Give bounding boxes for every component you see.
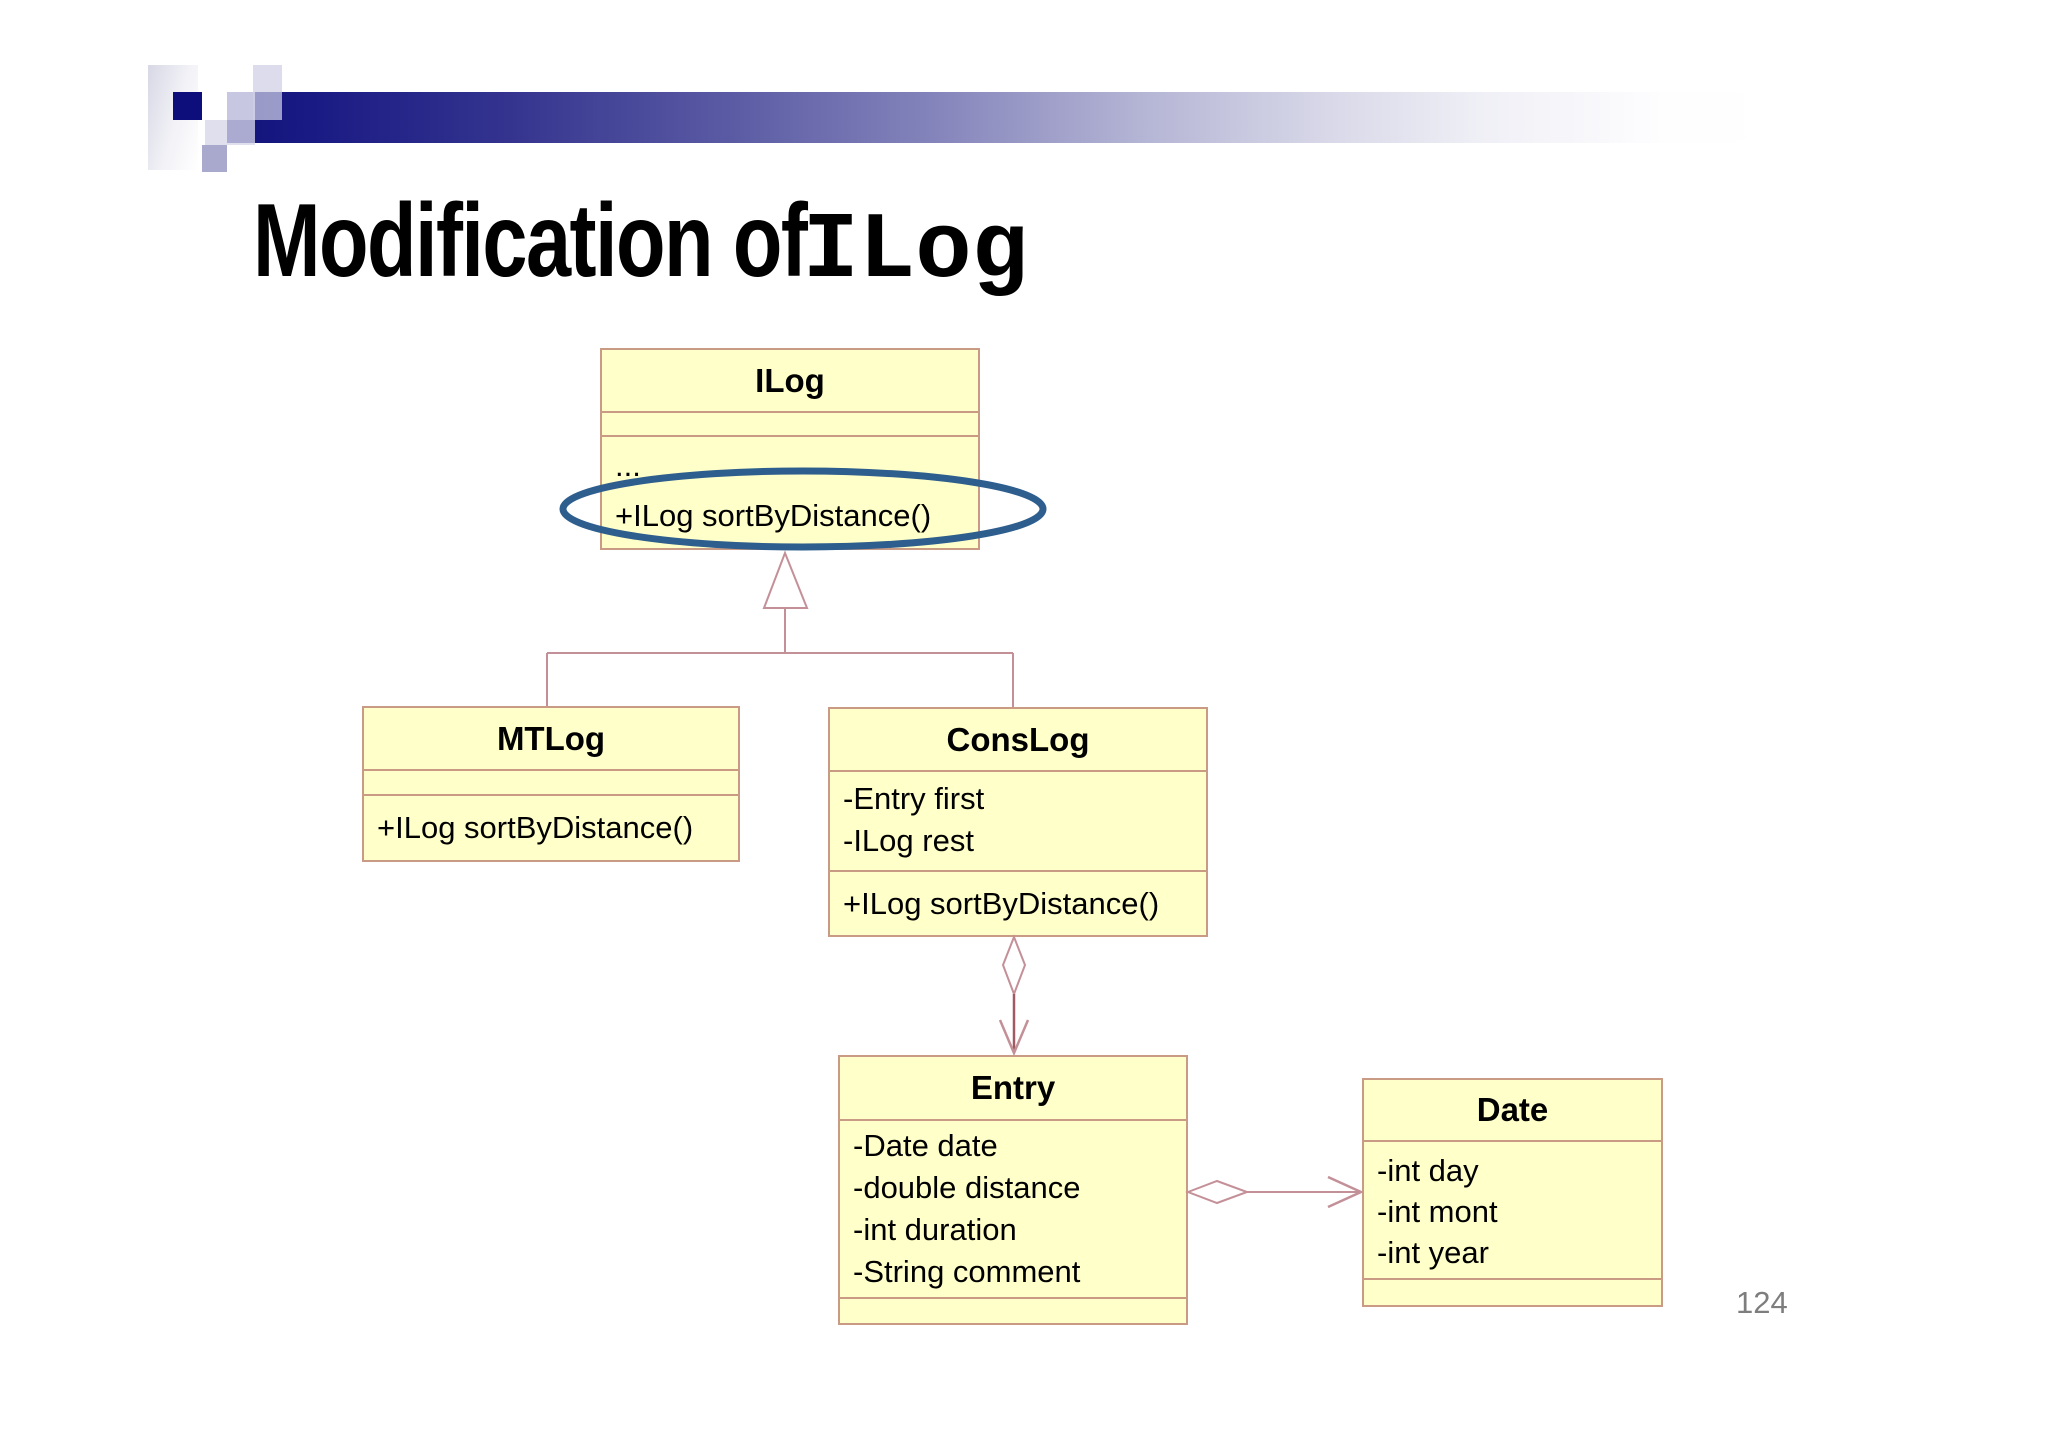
class-box-date: Date -int day -int mont -int year — [1362, 1078, 1663, 1307]
entry-attr-date: -Date date — [853, 1128, 998, 1163]
class-box-mtlog: MTLog +ILog sortByDistance() — [362, 706, 740, 862]
banner-square-3 — [205, 120, 255, 145]
class-attrs-mtlog — [364, 769, 738, 794]
page-number: 124 — [1736, 1285, 1788, 1320]
page-title-text: Modification of — [253, 183, 808, 299]
class-methods-ilog: ... +ILog sortByDistance() — [602, 435, 978, 548]
class-attrs-ilog — [602, 411, 978, 435]
conslog-method-sortbydistance: +ILog sortByDistance() — [843, 885, 1160, 921]
class-attrs-entry: -Date date -double distance -int duratio… — [840, 1119, 1186, 1297]
aggregation-diamond-conslog — [1001, 934, 1027, 997]
mtlog-method-sortbydistance: +ILog sortByDistance() — [377, 810, 694, 845]
ilog-method-sortbydistance: +ILog sortByDistance() — [615, 498, 932, 533]
entry-attr-distance: -double distance — [853, 1170, 1081, 1205]
class-box-conslog: ConsLog -Entry first -ILog rest +ILog so… — [828, 707, 1208, 937]
conslog-attr-rest: -ILog rest — [843, 823, 974, 858]
entry-attr-duration: -int duration — [853, 1212, 1017, 1247]
conslog-attr-first: -Entry first — [843, 781, 985, 816]
banner-square-1 — [227, 92, 255, 120]
date-attr-year: -int year — [1377, 1235, 1489, 1270]
class-methods-entry — [840, 1297, 1186, 1323]
aggregation-diamond-entry — [1185, 1179, 1250, 1205]
date-attr-day: -int day — [1377, 1153, 1479, 1188]
generalization-triangle — [762, 550, 809, 609]
ilog-method-ellipsis: ... — [615, 448, 641, 483]
open-arrowhead-entry — [998, 1019, 1030, 1057]
class-name-mtlog: MTLog — [496, 719, 606, 757]
class-name-entry: Entry — [970, 1069, 1056, 1106]
class-name-ilog: ILog — [755, 361, 825, 399]
banner-square-4 — [202, 145, 227, 172]
banner-navy-square — [173, 92, 202, 120]
class-methods-date — [1364, 1278, 1661, 1305]
entry-attr-comment: -String comment — [853, 1254, 1081, 1289]
page-title-code: ILog — [802, 199, 1029, 305]
banner-square-2 — [253, 65, 282, 120]
class-methods-mtlog: +ILog sortByDistance() — [364, 794, 738, 860]
class-attrs-date: -int day -int mont -int year — [1364, 1140, 1661, 1278]
class-name-conslog: ConsLog — [946, 720, 1090, 758]
page-title: Modification of ILog — [253, 186, 1028, 306]
highlight-ellipse — [559, 467, 1047, 551]
date-attr-mont: -int mont — [1377, 1194, 1498, 1229]
banner-gradient-bar — [227, 92, 1792, 143]
class-methods-conslog: +ILog sortByDistance() — [830, 870, 1206, 935]
open-arrowhead-date — [1327, 1175, 1365, 1209]
class-name-date: Date — [1476, 1091, 1549, 1128]
class-box-entry: Entry -Date date -double distance -int d… — [838, 1055, 1188, 1325]
class-attrs-conslog: -Entry first -ILog rest — [830, 770, 1206, 870]
class-box-ilog: ILog ... +ILog sortByDistance() — [600, 348, 980, 550]
